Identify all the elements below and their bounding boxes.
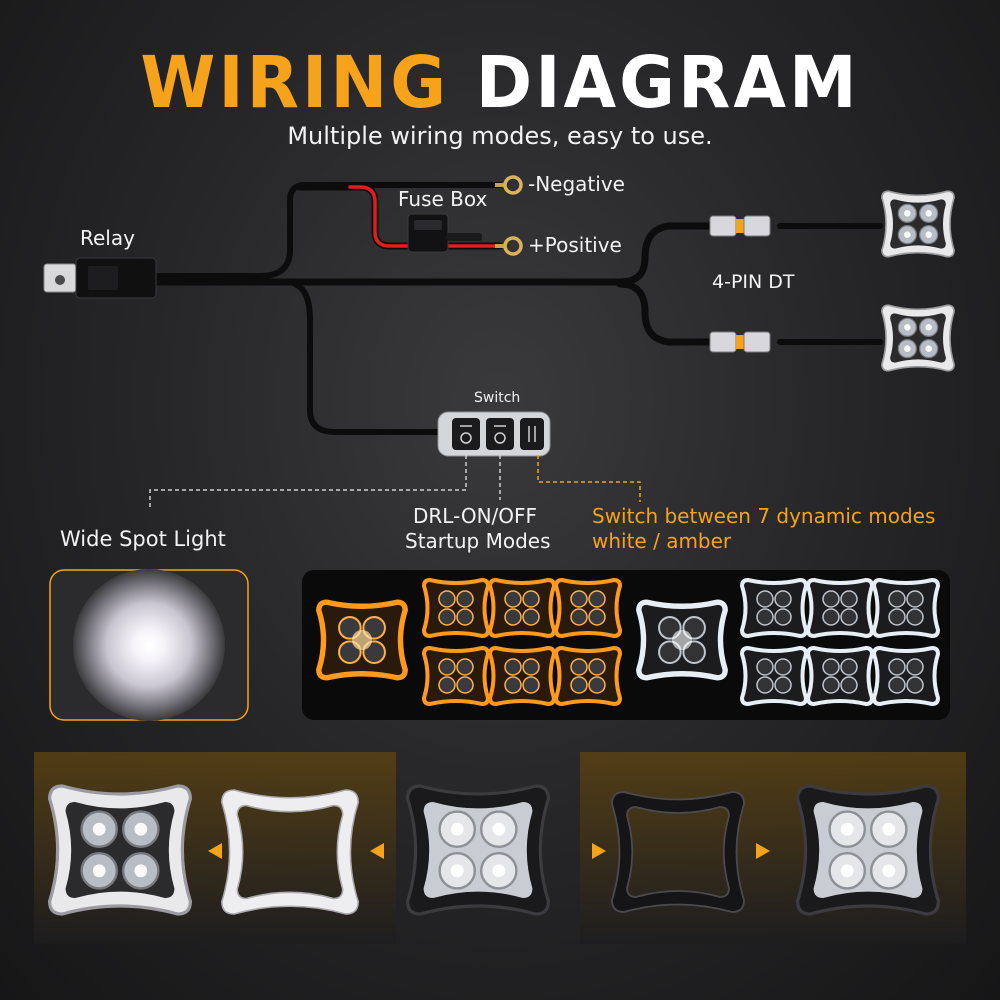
switch-label: Switch [474,390,521,406]
page-title: WIRING DIAGRAM [0,42,1000,125]
amber-modes [319,578,622,706]
dynamic-modes-line-2: white / amber [592,529,732,553]
modes-panel [302,570,950,720]
page-subtitle: Multiple wiring modes, easy to use. [287,122,713,150]
dynamic-modes-label: Switch between 7 dynamic modes white / a… [592,504,935,554]
title-part-1: WIRING [140,42,450,125]
wide-spot-panel [49,569,249,721]
fuse-box-icon [407,213,482,253]
arrow-left-icon [208,843,222,859]
arrow-left-icon [370,843,384,859]
leader-lines [149,455,641,510]
relay-icon [43,257,157,299]
negative-label: -Negative [528,172,625,196]
wide-spot-label: Wide Spot Light [60,527,226,551]
relay-label: Relay [80,226,135,250]
cover-swap-section [34,752,966,944]
drl-label: DRL-ON/OFF Startup Modes [405,504,551,554]
white-cover-pod [47,784,192,916]
black-cover-pod [406,784,551,916]
arrow-right-icon [756,843,770,859]
positive-label: +Positive [528,233,622,257]
white-modes [639,578,940,706]
light-pod-icon [881,190,955,372]
title-part-2: DIAGRAM [475,42,860,125]
switch-panel-icon [437,411,551,457]
drl-label-line-2: Startup Modes [405,529,551,553]
black-cover-pod-final [795,784,941,916]
black-cover-ring [611,791,745,913]
positive-wire [296,183,504,250]
connector-label: 4-PIN DT [712,271,795,293]
fuse-box-label: Fuse Box [398,187,488,211]
dynamic-modes-line-1: Switch between 7 dynamic modes [592,504,936,528]
arrow-right-icon [592,843,606,859]
white-cover-ring [221,789,359,915]
drl-label-line-1: DRL-ON/OFF [412,504,538,528]
ring-terminal-icon [495,175,523,256]
